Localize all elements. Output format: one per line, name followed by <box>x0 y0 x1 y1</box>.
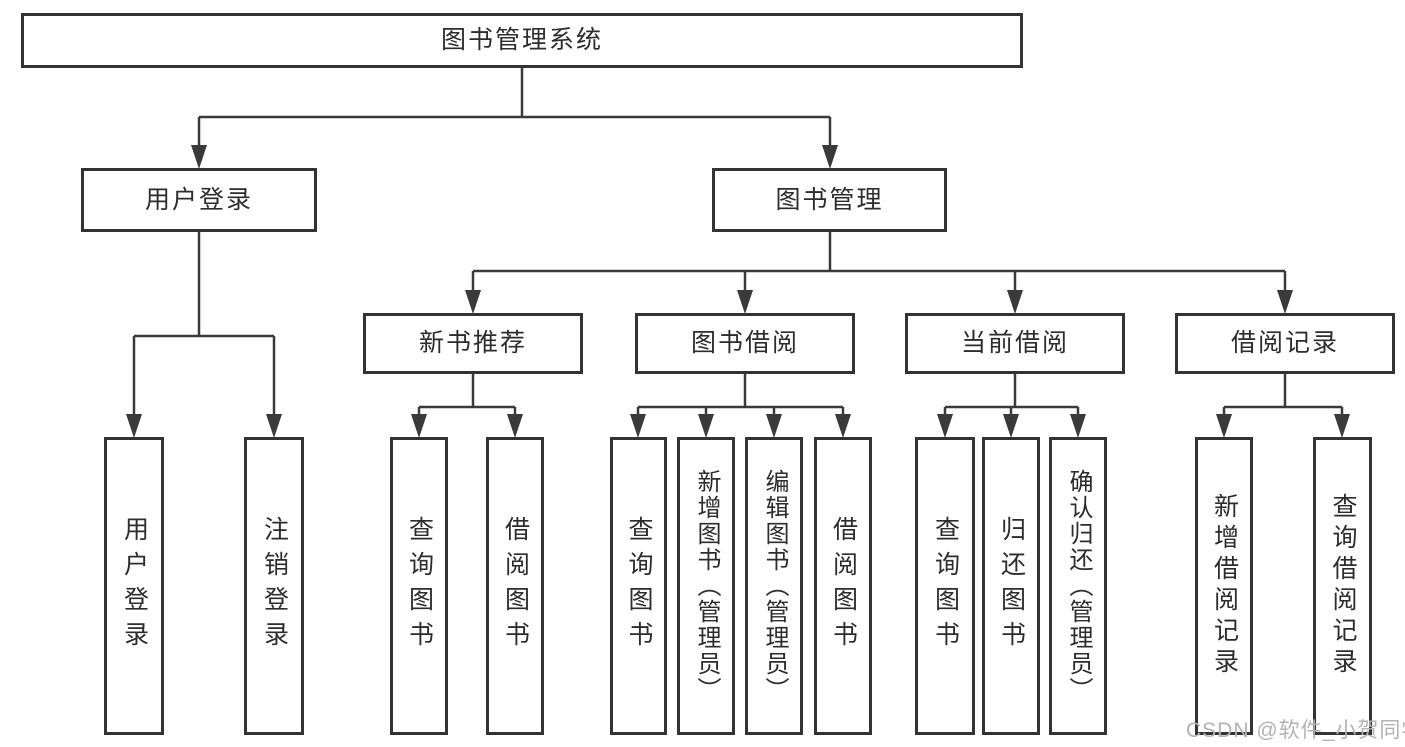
node-book-borrowing: 图书借阅 <box>635 313 855 374</box>
arrowhead <box>1003 414 1019 438</box>
node-new-book-recommend: 新书推荐 <box>363 313 583 374</box>
leaf-borrow-books: 借阅图书 <box>814 437 872 735</box>
arrowhead <box>737 290 753 314</box>
arrowhead <box>698 414 714 438</box>
leaf-query-books-current: 查询图书 <box>915 437 975 735</box>
node-current-borrowing: 当前借阅 <box>905 313 1125 374</box>
connector-root <box>197 68 832 146</box>
leaf-add-books-admin: 新增图书（管理员） <box>677 437 735 735</box>
leaf-edit-books-admin: 编辑图书（管理员） <box>745 437 803 735</box>
arrowhead <box>1216 414 1232 438</box>
arrowhead <box>126 414 142 438</box>
connector-current <box>943 374 1080 415</box>
arrowhead <box>835 414 851 438</box>
node-borrow-records: 借阅记录 <box>1175 313 1395 374</box>
connector-user-login <box>132 232 276 415</box>
watermark: CSDN @软件_小贺同学 <box>1186 719 1405 742</box>
arrowhead <box>465 290 481 314</box>
arrowhead <box>1007 290 1023 314</box>
connector-new-books <box>417 374 517 415</box>
arrowhead <box>191 145 207 169</box>
connector-records <box>1222 374 1344 415</box>
arrowhead <box>937 414 953 438</box>
leaf-confirm-return-admin: 确认归还（管理员） <box>1049 437 1107 735</box>
arrowhead <box>266 414 282 438</box>
arrowhead <box>1277 290 1293 314</box>
arrowhead <box>766 414 782 438</box>
leaf-return-books: 归还图书 <box>982 437 1040 735</box>
arrowhead <box>822 145 838 169</box>
node-book-management: 图书管理 <box>712 168 947 232</box>
leaf-borrow-books-recommend: 借阅图书 <box>486 437 544 735</box>
arrowhead <box>411 414 427 438</box>
leaf-query-borrow-record: 查询借阅记录 <box>1313 437 1372 735</box>
leaf-query-books-borrowing: 查询图书 <box>610 437 667 735</box>
arrowhead <box>1334 414 1350 438</box>
leaf-user-login: 用户登录 <box>104 437 164 735</box>
connector-book-mgmt <box>471 232 1287 291</box>
arrowhead <box>630 414 646 438</box>
node-user-login: 用户登录 <box>81 168 317 232</box>
node-library-system: 图书管理系统 <box>21 13 1023 68</box>
leaf-query-books-recommend: 查询图书 <box>390 437 448 735</box>
arrowhead <box>507 414 523 438</box>
arrowhead <box>1070 414 1086 438</box>
connector-borrowing <box>636 374 845 415</box>
leaf-add-borrow-record: 新增借阅记录 <box>1195 437 1253 735</box>
leaf-logout: 注销登录 <box>244 437 304 735</box>
